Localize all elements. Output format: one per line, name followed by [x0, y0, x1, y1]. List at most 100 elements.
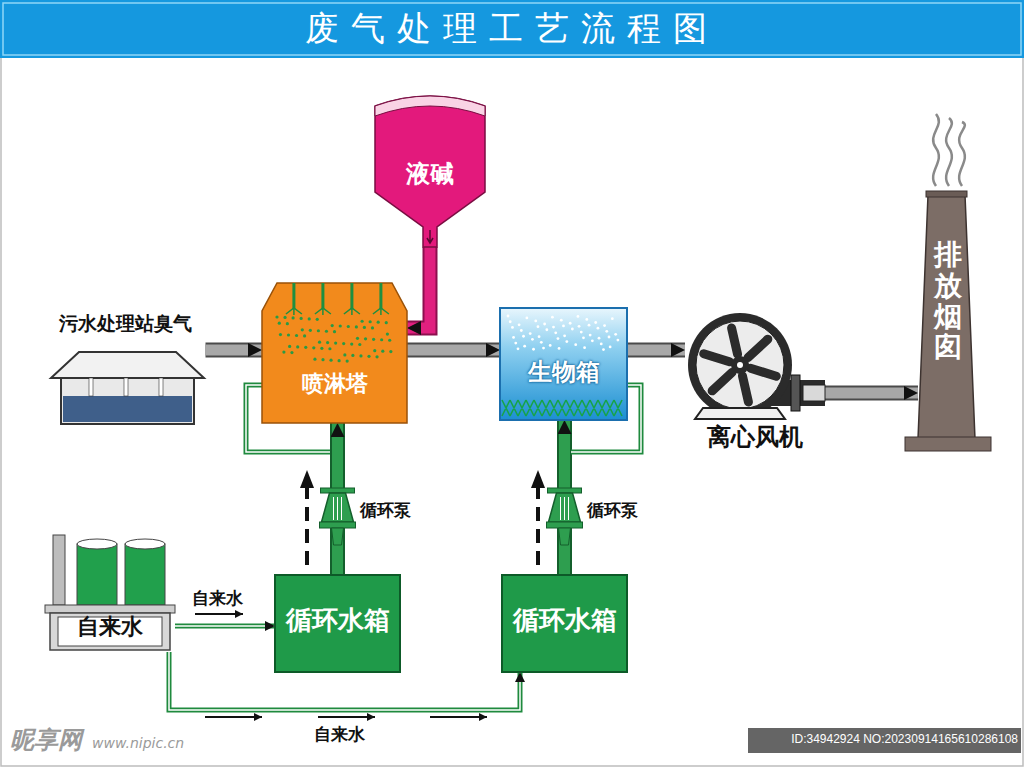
bubble [552, 326, 555, 329]
station-box [50, 613, 170, 650]
node-label: 循环水箱 [286, 605, 390, 636]
spray-drop [326, 341, 329, 344]
spray-drop [295, 334, 298, 337]
flow-arrow-shaft [305, 486, 309, 565]
bubble [522, 335, 525, 338]
fan-blade [704, 354, 730, 362]
bubble [520, 329, 523, 332]
spray-drop [331, 324, 334, 327]
bubble [543, 323, 546, 326]
spray-drop [287, 333, 290, 336]
spray-drop [350, 342, 353, 345]
pipe-connector [407, 350, 500, 351]
pillar [124, 378, 128, 396]
node-label: 循环水箱 [513, 605, 617, 636]
spray-drop [303, 334, 306, 337]
bubble [518, 323, 521, 326]
bubble [571, 328, 574, 331]
pipe-connector [407, 247, 430, 328]
water-tank [275, 575, 400, 672]
spray-drop [318, 341, 321, 344]
bubble [583, 346, 586, 349]
bubble [560, 319, 563, 322]
bubble [578, 325, 581, 328]
spray-drop [333, 330, 336, 333]
diagram-title: 废气处理工艺流程图 [0, 8, 1024, 48]
bubble [507, 315, 510, 318]
pump-symbol [320, 488, 356, 545]
spray-nozzle [321, 283, 324, 309]
smoke [959, 122, 965, 186]
bubble [611, 317, 614, 320]
flow-arrow-shaft [536, 486, 540, 565]
bubble [580, 331, 583, 334]
pump-body [549, 493, 581, 522]
smoke [933, 114, 939, 186]
bio-media [502, 400, 622, 416]
storage-tank [125, 544, 165, 605]
pillar [159, 378, 163, 396]
spray-drop [328, 347, 331, 350]
spray-drop [372, 338, 375, 341]
flow-arrow-head [531, 470, 545, 488]
spray-drop [338, 359, 341, 362]
pipe-label: 循环泵 [585, 500, 640, 520]
spray-drop [309, 329, 312, 332]
spray-drop [355, 325, 358, 328]
bubble [529, 332, 532, 335]
node-label: 排放烟囱 [934, 240, 962, 363]
tank-lid [77, 539, 117, 549]
bubble [511, 326, 514, 329]
fan-inner [696, 321, 784, 409]
bubble [602, 348, 605, 351]
water-tank: 循环水箱 [502, 575, 627, 672]
bubble [577, 315, 580, 318]
spray-nozzle [379, 283, 382, 309]
node-label: 污水处理站臭气 [59, 312, 192, 335]
spray-drop [380, 338, 383, 341]
bubble [600, 342, 603, 345]
spray-drop [359, 354, 362, 357]
pump-neck [332, 528, 344, 545]
pipe-outline [627, 343, 685, 358]
node-label: 生物箱 [528, 358, 600, 387]
spray-drop [377, 321, 380, 324]
bio-box [500, 308, 627, 420]
flow-mark [427, 230, 433, 243]
spray-drop [321, 358, 324, 361]
bubble [562, 325, 565, 328]
flow-arrow [195, 613, 243, 615]
bubble [554, 331, 557, 334]
building-body [61, 378, 194, 424]
spray-drop [386, 332, 389, 335]
spray-drop [346, 360, 349, 363]
node-label: 离心风机 [707, 423, 803, 452]
bubble [589, 334, 592, 337]
fan-hub [731, 356, 749, 374]
fan-blade [742, 376, 748, 402]
pipe-core [407, 247, 430, 328]
bubble [614, 333, 617, 336]
bubble [531, 338, 534, 341]
spray-drop [373, 349, 376, 352]
pipe-core [825, 388, 918, 399]
spray-head [373, 308, 389, 315]
spray-drop [325, 330, 328, 333]
bubble [582, 336, 585, 339]
spray-drop [347, 325, 350, 328]
bubble [538, 335, 541, 338]
smoke [946, 118, 952, 186]
fan-hub-center [737, 362, 743, 368]
bubble [549, 344, 552, 347]
pipe-connector [825, 393, 918, 394]
flow-arrow [205, 716, 262, 718]
pipe-connector [175, 626, 275, 627]
bio-box: 生物箱 [500, 308, 627, 420]
pipe-outline [825, 386, 918, 401]
bubble [551, 316, 554, 319]
spray-drop [278, 322, 281, 325]
chimney-base [905, 437, 991, 451]
spray-drop [375, 355, 378, 358]
alkali-tank: 液碱 [375, 92, 485, 247]
storage-tank [77, 544, 117, 605]
